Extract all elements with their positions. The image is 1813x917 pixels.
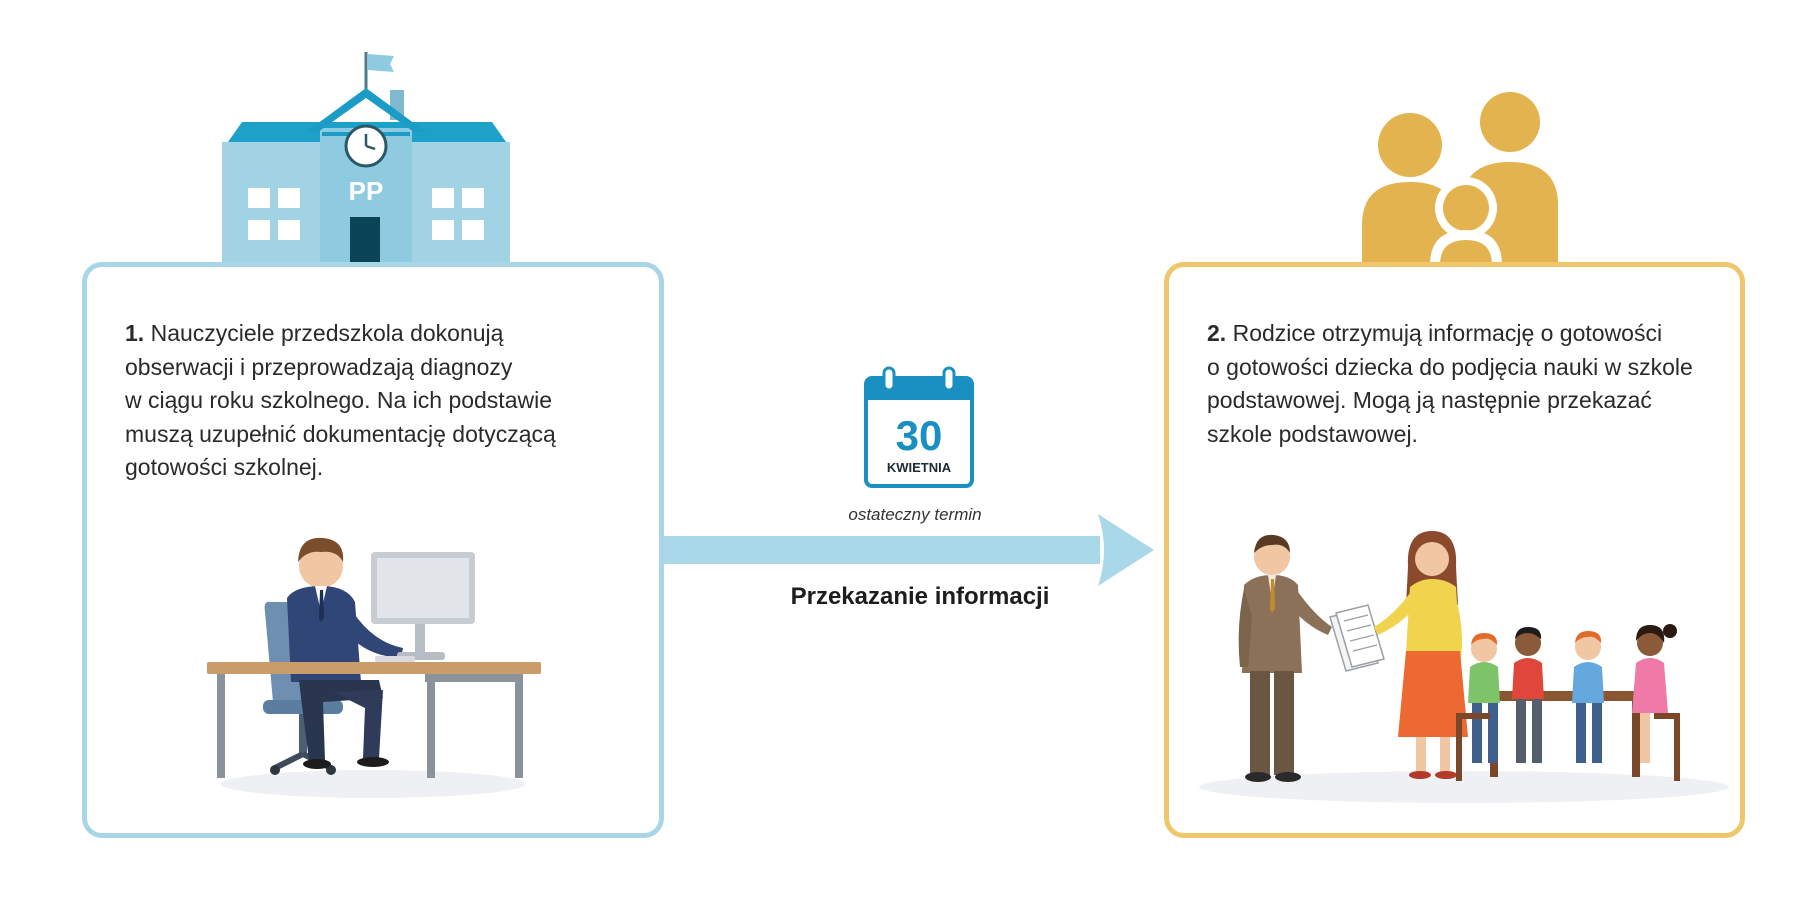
step-2-line-2: o gotowości dziecka do podjęcia nauki w … [1207, 353, 1693, 380]
step-2-line-3: podstawowej. Mogą ją następnie przekazać [1207, 387, 1652, 413]
step-1-line-4: muszą uzupełnić dokumentację dotyczącą [125, 420, 556, 447]
calendar-month: KWIETNIA [887, 460, 952, 475]
school-sign: PP [349, 176, 384, 206]
step-1-line-3: w ciągu roku szkolnego. Na ich podstawie [125, 387, 553, 413]
step-1-panel: 1. Nauczyciele przedszkola dokonują obse… [82, 262, 664, 838]
step-2-panel: 2. Rodzice otrzymują informację o gotowo… [1164, 262, 1745, 838]
step-1-line-1: Nauczyciele przedszkola dokonują [144, 320, 504, 346]
step-2-text: 2. Rodzice otrzymują informację o gotowo… [1207, 317, 1727, 451]
step-1-text: 1. Nauczyciele przedszkola dokonują obse… [125, 317, 625, 485]
flow-arrow [664, 514, 1154, 586]
deadline-note: ostateczny termin [848, 505, 982, 524]
calendar-icon: 30 KWIETNIA [864, 366, 974, 488]
arrow-label: Przekazanie informacji [790, 583, 1050, 610]
parent-teacher-children-illustration [1199, 531, 1729, 803]
calendar-day: 30 [896, 412, 943, 459]
step-1-line-2: obserwacji i przeprowadzają diagnozy [125, 353, 513, 380]
school-building-icon: PP [222, 52, 510, 265]
step-1-line-5: gotowości szkolnej. [125, 454, 324, 480]
step-2-number: 2. [1207, 320, 1227, 346]
step-2-line-1: Rodzice otrzymują informację o gotowości [1226, 320, 1663, 346]
teacher-at-desk-illustration [207, 537, 541, 798]
family-icon [1362, 92, 1558, 265]
step-1-number: 1. [125, 320, 145, 346]
step-2-line-4: szkole podstawowej. [1207, 420, 1418, 447]
